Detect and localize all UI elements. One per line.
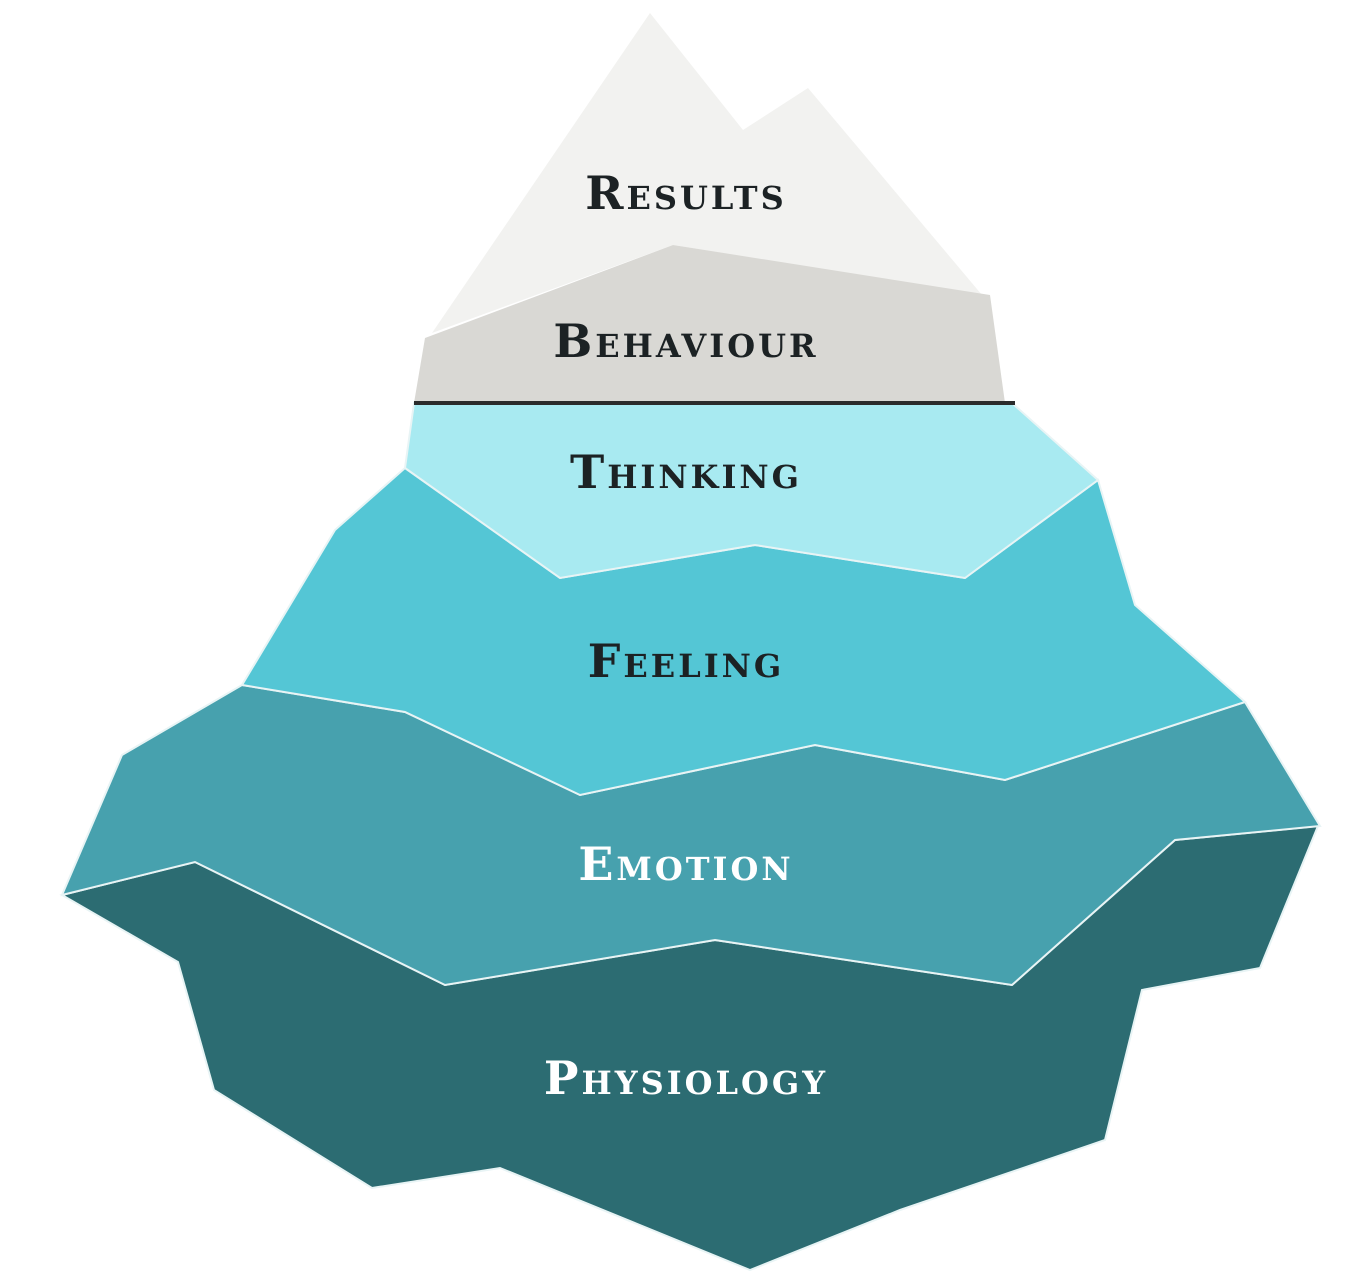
layer-label-emotion: Emotion: [578, 837, 793, 891]
layer-label-behaviour: Behaviour: [553, 314, 818, 368]
layer-label-physiology: Physiology: [544, 1051, 828, 1105]
layer-label-feeling: Feeling: [588, 634, 785, 688]
layer-results-shape: [432, 13, 982, 333]
layer-behaviour-shape: [414, 245, 1005, 403]
layer-label-results: Results: [585, 166, 786, 220]
layer-label-thinking: Thinking: [570, 445, 802, 499]
